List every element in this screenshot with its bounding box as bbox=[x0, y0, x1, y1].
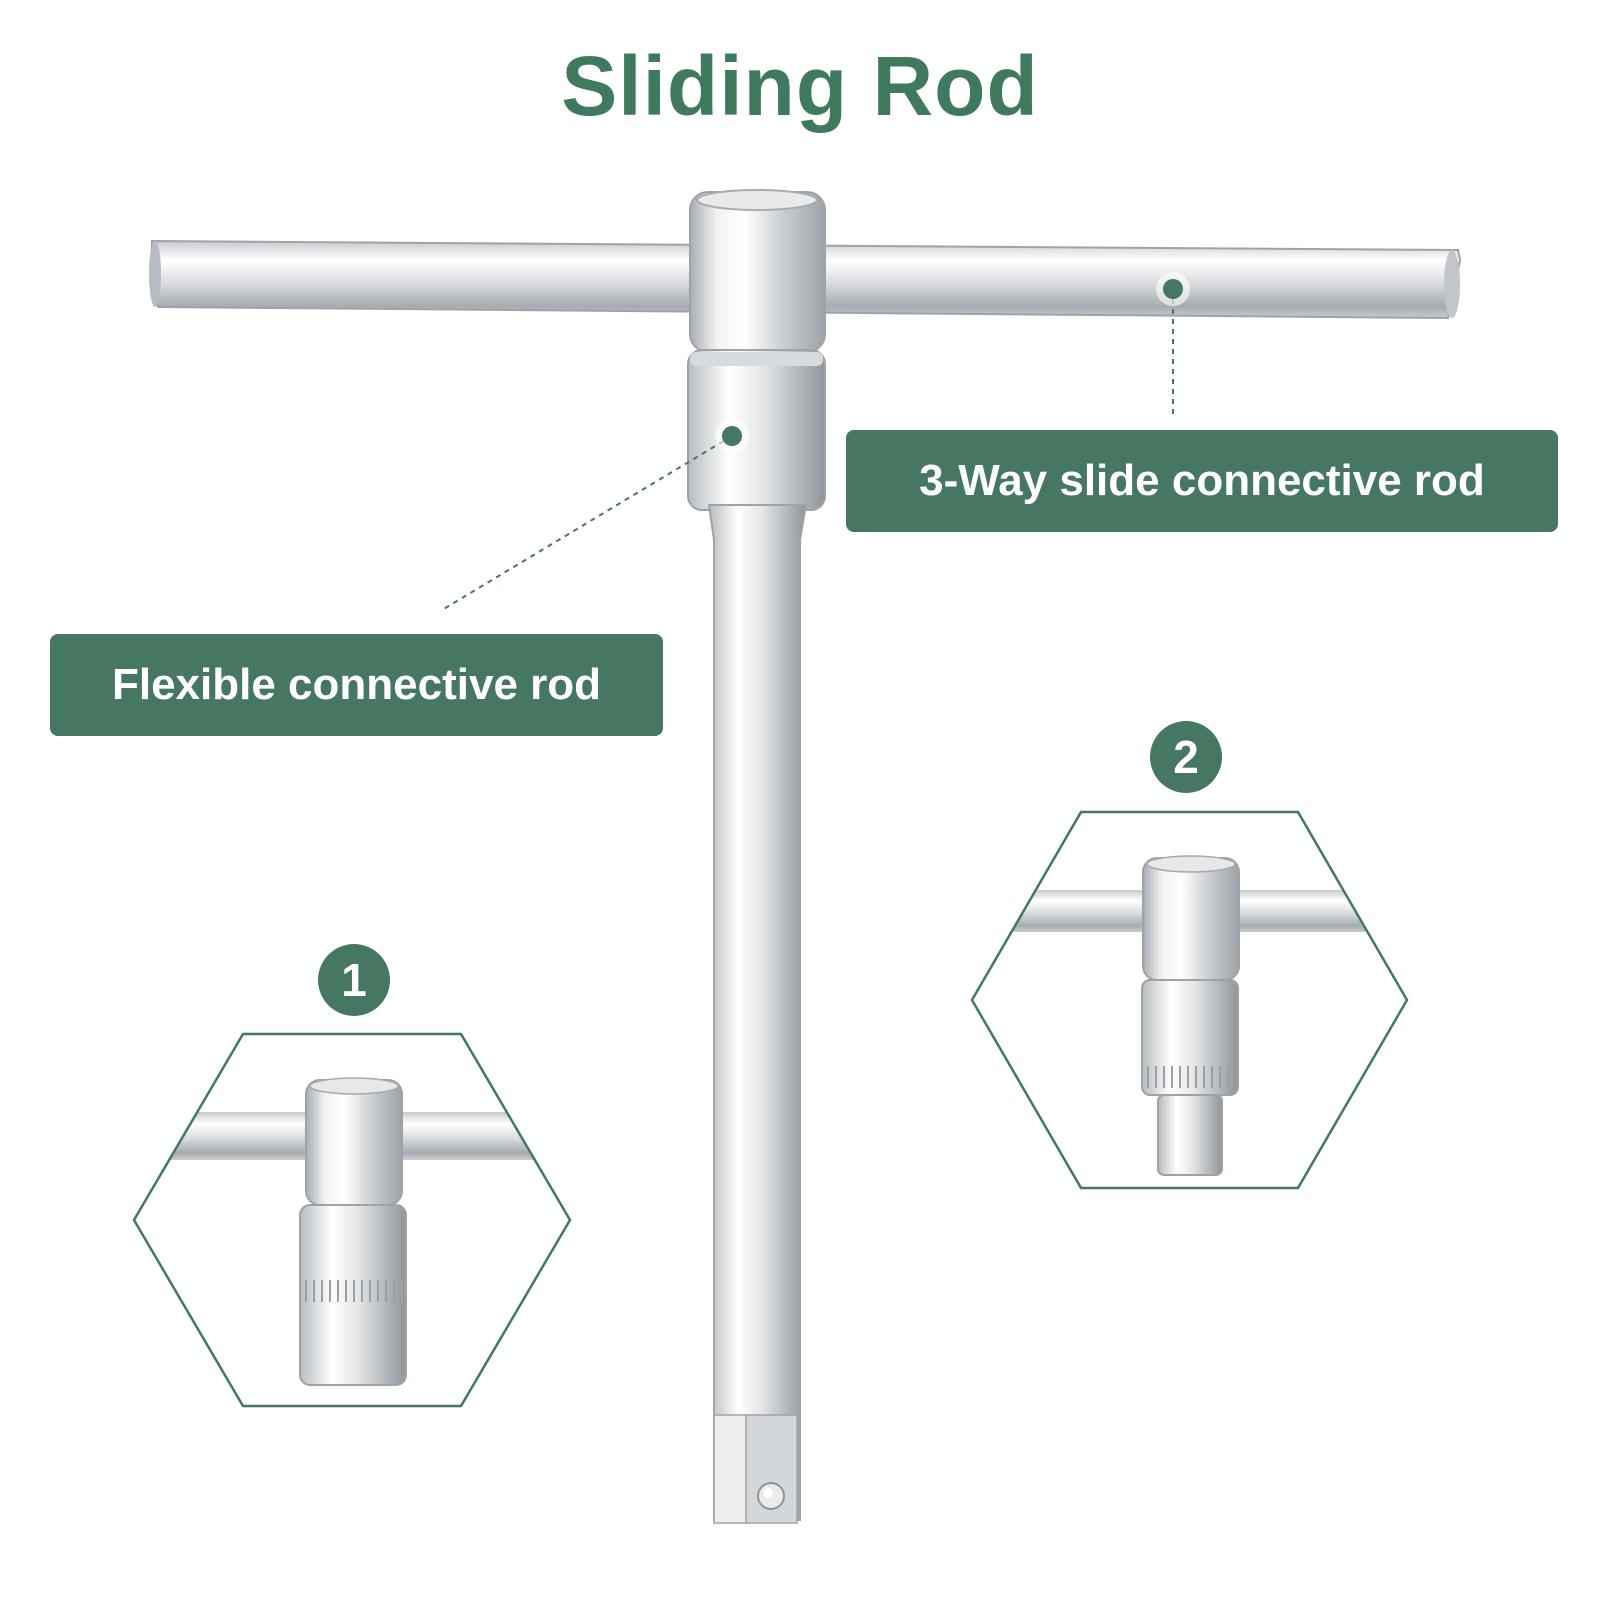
callout-flexible-rod-label: Flexible connective rod bbox=[111, 660, 602, 709]
callout-markers bbox=[715, 272, 1190, 453]
page-title: Sliding Rod bbox=[561, 39, 1039, 133]
slide-block bbox=[687, 189, 826, 511]
leader-lines bbox=[441, 289, 1174, 611]
detail-hexagon-2 bbox=[970, 810, 1409, 1190]
detail-badge-2: 2 bbox=[1150, 721, 1222, 793]
detail-badge-1: 1 bbox=[318, 944, 390, 1016]
extension-shaft bbox=[707, 504, 808, 1524]
detail-hexagon-1 bbox=[132, 1032, 572, 1408]
callout-flexible-rod: Flexible connective rod bbox=[50, 634, 663, 736]
callout-slide-rod-label: 3-Way slide connective rod bbox=[919, 456, 1485, 505]
callout-slide-rod: 3-Way slide connective rod bbox=[846, 430, 1558, 532]
